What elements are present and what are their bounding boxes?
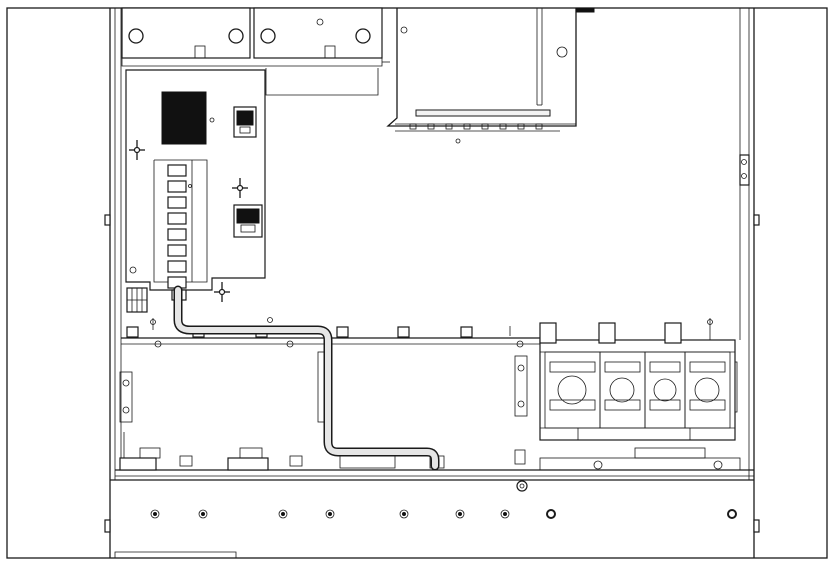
cross-marker-icon xyxy=(214,282,230,302)
front-screw-icon xyxy=(500,509,510,519)
riser-cage xyxy=(386,7,595,144)
psu-screw-icon xyxy=(128,28,144,44)
sas-connector xyxy=(233,204,263,238)
processor-heatsink xyxy=(161,91,207,145)
midplane-tab xyxy=(397,326,410,338)
dimm-slot xyxy=(167,260,187,273)
power-connector xyxy=(126,287,148,313)
bezel-hole-icon xyxy=(727,509,737,519)
sas-connector xyxy=(233,106,257,138)
fan-latch xyxy=(539,322,557,344)
cross-marker-icon xyxy=(232,178,248,198)
front-screw-icon xyxy=(278,509,288,519)
psu-screw-icon xyxy=(228,28,244,44)
bezel-hole-icon xyxy=(546,509,556,519)
cross-marker-icon xyxy=(129,140,145,160)
power-supply-right xyxy=(253,7,383,59)
fan-module xyxy=(684,318,731,429)
outer-frame xyxy=(6,7,828,559)
midplane-tab xyxy=(336,326,349,338)
fan-module xyxy=(644,322,686,429)
dimm-slot xyxy=(167,212,187,225)
chassis-left-wall xyxy=(104,8,122,558)
riser-slot xyxy=(415,109,551,117)
front-screw-icon xyxy=(325,509,335,519)
psu-screw-icon xyxy=(355,28,371,44)
psu-bracket xyxy=(121,58,390,96)
fan-latch xyxy=(664,322,682,344)
front-screw-icon xyxy=(455,509,465,519)
front-screw-icon xyxy=(399,509,409,519)
midplane-tab xyxy=(460,326,473,338)
dimm-slot xyxy=(167,228,187,241)
chassis-right-wall xyxy=(739,8,760,558)
psu-screw-icon xyxy=(260,28,276,44)
midplane-tab xyxy=(126,326,139,338)
power-supply-left xyxy=(121,7,251,59)
dimm-slot xyxy=(167,244,187,257)
dimm-slot xyxy=(167,164,187,177)
dimm-slot xyxy=(167,180,187,193)
front-screw-icon xyxy=(150,509,160,519)
front-bezel xyxy=(110,479,754,558)
fan-module xyxy=(598,322,646,429)
fan-assembly xyxy=(539,318,736,441)
front-screw-icon xyxy=(198,509,208,519)
dimm-slot xyxy=(167,196,187,209)
system-board xyxy=(125,69,266,313)
internal-cable xyxy=(173,285,440,471)
fan-latch xyxy=(598,322,616,344)
